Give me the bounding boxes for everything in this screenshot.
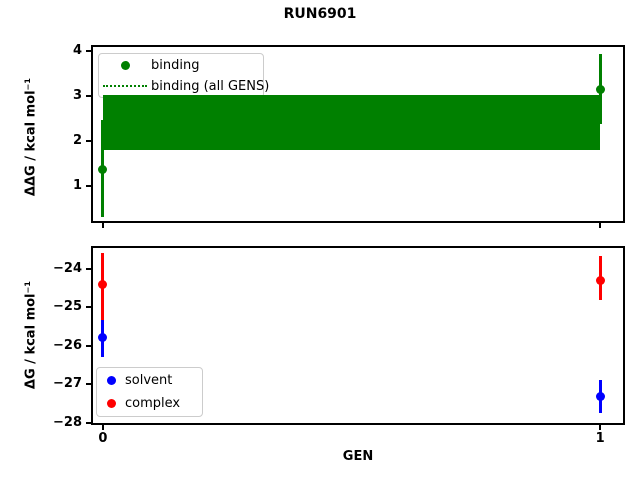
- figure-title: RUN6901: [283, 6, 357, 22]
- solvent-dot-icon: [106, 376, 116, 386]
- y-tick-mark: [86, 140, 91, 143]
- legend-handle: [97, 376, 125, 386]
- data-point-solvent: [595, 391, 605, 401]
- y-tick-label: 1: [72, 178, 82, 194]
- binding-dot-icon: [120, 60, 130, 70]
- x-axis-label: GEN: [342, 449, 374, 464]
- data-point-complex: [595, 276, 605, 286]
- data-point-binding: [595, 84, 605, 94]
- y-tick-mark: [86, 50, 91, 53]
- x-tick-mark: [599, 425, 602, 430]
- x-tick-label: 0: [98, 431, 108, 446]
- axes-frame: [91, 246, 625, 425]
- x-tick-mark: [599, 223, 602, 228]
- legend-handle: [99, 60, 151, 70]
- x-tick-mark: [101, 223, 104, 228]
- bottom-y-axis-label: ΔG / kcal mol⁻¹: [23, 280, 39, 390]
- legend-label: complex: [125, 395, 181, 411]
- y-tick-label: −27: [53, 376, 82, 392]
- legend-entry-complex: complex: [97, 393, 202, 413]
- legend-binding: binding binding (all GENS): [98, 53, 269, 98]
- y-tick-mark: [86, 185, 91, 188]
- legend-entry-binding: binding: [99, 55, 263, 75]
- y-tick-label: 2: [72, 133, 82, 149]
- y-tick-mark: [86, 383, 91, 386]
- confidence-band: [102, 95, 601, 150]
- legend-label: solvent: [125, 373, 173, 389]
- dotted-line-icon: [103, 85, 147, 87]
- y-tick-label: −28: [53, 414, 82, 430]
- top-y-axis-label: ΔΔG / kcal mol⁻¹: [23, 77, 39, 197]
- legend-label: binding: [151, 57, 200, 73]
- data-point-solvent: [98, 333, 108, 343]
- legend-handle: [97, 398, 125, 408]
- data-point-binding: [98, 164, 108, 174]
- legend-entry-binding-all-gens: binding (all GENS): [99, 76, 269, 96]
- legend-handle: [99, 85, 151, 87]
- x-tick-label: 1: [595, 431, 605, 446]
- y-tick-mark: [86, 95, 91, 98]
- y-tick-mark: [86, 344, 91, 347]
- legend-label: binding (all GENS): [151, 78, 270, 94]
- x-tick-mark: [101, 425, 104, 430]
- y-tick-mark: [86, 267, 91, 270]
- y-tick-mark: [86, 421, 91, 424]
- y-tick-label: 4: [72, 43, 82, 59]
- y-tick-label: −26: [53, 337, 82, 353]
- y-tick-label: −25: [53, 299, 82, 315]
- legend-entry-solvent: solvent: [97, 371, 202, 391]
- y-tick-label: −24: [53, 260, 82, 276]
- y-tick-label: 3: [72, 88, 82, 104]
- complex-dot-icon: [106, 398, 116, 408]
- axes-frame: [91, 45, 625, 223]
- y-tick-mark: [86, 306, 91, 309]
- data-point-complex: [98, 280, 108, 290]
- legend-solvent-complex: solvent complex: [96, 367, 203, 417]
